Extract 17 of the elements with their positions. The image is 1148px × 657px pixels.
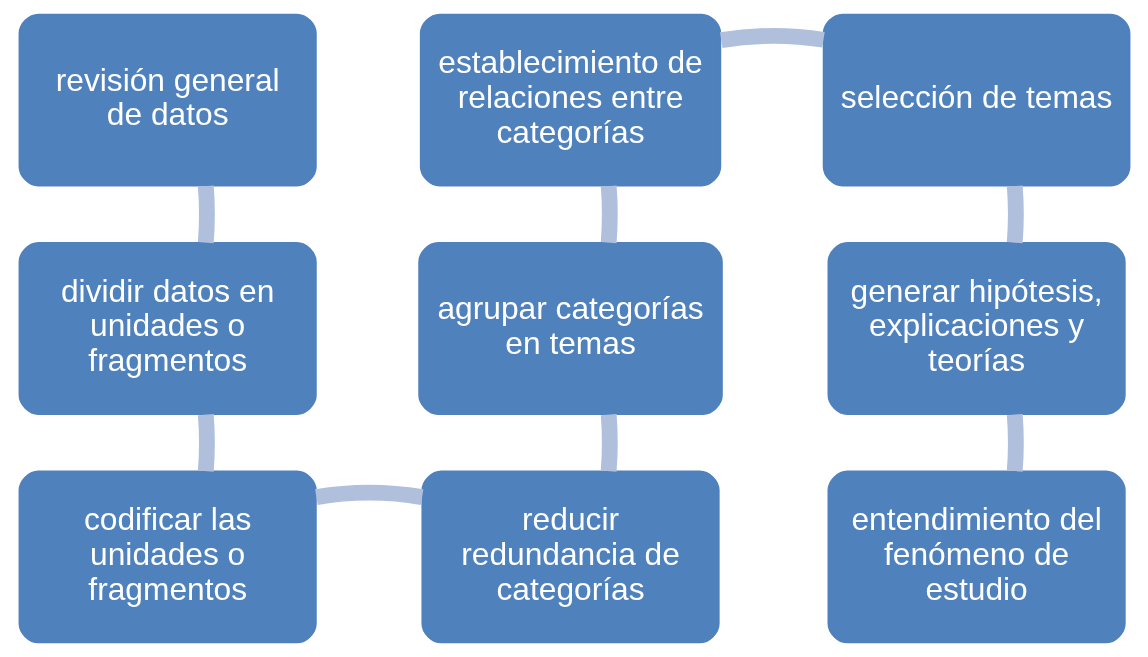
connector [197,185,215,244]
node-box: dividir datos en unidades o fragmentos [18,242,317,415]
node-box: selección de temas [822,13,1130,187]
connector [719,27,825,48]
node-box: generar hipótesis, explicaciones y teorías [827,242,1126,415]
node-box: codificar las unidades o fragmentos [18,470,317,644]
connector [600,414,618,472]
connector [314,484,423,505]
node-box: entendimiento del fenómeno de estudio [827,470,1126,644]
connector [1006,414,1024,472]
node-box: reducir redundancia de categorías [420,470,720,644]
node-box: revisión general de datos [18,13,317,187]
node-box: agrupar categorías en temas [417,242,723,415]
connector [197,414,215,472]
connector [600,185,618,244]
connector [1006,185,1024,244]
node-box: establecimiento de relaciones entre categorías [419,13,721,187]
